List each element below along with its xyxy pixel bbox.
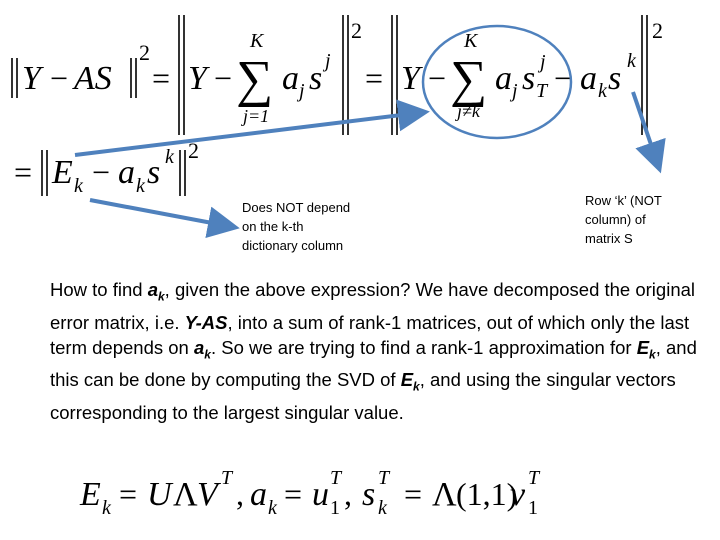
- arrow-to-row-note: [631, 91, 666, 174]
- eq1-Y-3: Y: [401, 60, 423, 97]
- eq1-AS: AS: [72, 60, 112, 97]
- eq1-s-1: s: [309, 60, 322, 97]
- eq2-E: E: [51, 154, 73, 191]
- eq3-comma-2: ,: [344, 476, 352, 512]
- equation-svd: E k = U Λ V T , a k = u T 1 , s T k = Λ …: [79, 467, 541, 519]
- eq2-minus: −: [92, 154, 110, 190]
- note-does-not-depend: Does NOT depend on the k-th dictionary c…: [242, 198, 350, 255]
- eq1-exponent-2c: 2: [652, 18, 663, 43]
- eq1-j-eq-1: j=1: [241, 106, 269, 126]
- eq3-one-sub-1: 1: [330, 497, 340, 519]
- eq2-k-sup: k: [165, 146, 175, 168]
- arrow-to-dictionary-note: [89, 198, 240, 239]
- eq3-equals-2: =: [284, 476, 302, 512]
- eq3-v: v: [510, 476, 526, 513]
- eq1-minus-3: −: [428, 60, 446, 96]
- eq1-k-sup: k: [627, 50, 637, 72]
- eq1-sigma-1: ∑: [236, 51, 273, 108]
- symbol-a: ak: [147, 279, 165, 304]
- eq3-one-sub-2: 1: [528, 497, 538, 519]
- note-line: on the k-th: [242, 219, 304, 234]
- norm-bars-left: [11, 58, 137, 98]
- text-run: , and this can be done by computing the …: [50, 336, 697, 391]
- note-line: dictionary column: [242, 238, 344, 253]
- annotation-arrows: [74, 91, 666, 239]
- equation-residual: = E k − a k s k 2: [14, 138, 199, 197]
- norm-bars-middle: [178, 15, 349, 135]
- eq2-equals: =: [14, 154, 32, 190]
- eq1-j-ne-k: j≠k: [455, 101, 481, 121]
- norm-bars-eq2: [41, 150, 186, 196]
- text-run: , and using the singular vectors corresp…: [50, 369, 676, 424]
- eq1-exponent-2: 2: [139, 40, 150, 65]
- eq1-equals-2: =: [365, 60, 383, 96]
- eq2-k-sub-1: k: [74, 175, 84, 197]
- eq1-K-1: K: [249, 30, 265, 52]
- explanation-paragraph: How to find ak, given the above expressi…: [50, 277, 705, 425]
- note-line: column) of: [585, 212, 646, 227]
- highlight-ellipse: [421, 24, 573, 140]
- note-line: Does NOT depend: [242, 200, 351, 215]
- eq1-exponent-2b: 2: [351, 18, 362, 43]
- symbol-e: Ek: [636, 336, 656, 362]
- eq3-T-sup-4: T: [528, 467, 541, 489]
- eq3-V: V: [197, 476, 222, 513]
- equation-error-decomposition: Y − AS 2 = Y − K ∑ j=1 a j s j 2 = Y − K…: [11, 15, 663, 135]
- eq1-a-3: a: [580, 60, 597, 97]
- note-line: Row ‘k’ (NOT: [585, 193, 662, 208]
- eq3-equals-1: =: [119, 476, 137, 512]
- symbol-yas: Y-AS: [184, 311, 228, 333]
- eq1-j-sub-1: j: [296, 80, 305, 102]
- eq1-minus: −: [50, 60, 68, 96]
- eq1-j-sup-1: j: [322, 50, 331, 72]
- eq2-k-sub-2: k: [136, 175, 146, 197]
- eq2-s: s: [147, 154, 160, 191]
- text-run: How to find: [50, 279, 148, 300]
- eq3-k-sub-1: k: [102, 497, 112, 519]
- eq1-j-sub-2: j: [509, 80, 518, 102]
- text-run: , into a sum of rank-1 matrices, out of …: [50, 311, 690, 358]
- eq3-a: a: [250, 476, 267, 513]
- eq1-s-2: s: [522, 60, 535, 97]
- text-run: . So we are trying to find a rank-1 appr…: [210, 336, 637, 358]
- eq1-equals-1: =: [152, 60, 170, 96]
- eq1-T-sub: T: [536, 80, 549, 102]
- eq2-a: a: [118, 154, 135, 191]
- eq3-equals-3: =: [404, 476, 422, 512]
- eq3-Lambda-1: Λ: [173, 476, 198, 513]
- eq1-k-sub: k: [598, 80, 608, 102]
- symbol-e: Ek: [400, 369, 420, 395]
- eq1-minus-4: −: [554, 60, 572, 96]
- symbol-a: ak: [193, 336, 211, 362]
- eq3-T-sup-1: T: [221, 467, 234, 489]
- eq1-Y-2: Y: [188, 60, 210, 97]
- eq3-T-sup-2: T: [330, 467, 343, 489]
- eq3-comma-1: ,: [236, 476, 244, 512]
- eq1-a-1: a: [282, 60, 299, 97]
- eq3-k-sub-2: k: [268, 497, 278, 519]
- note-row-k: Row ‘k’ (NOT column) of matrix S: [585, 191, 662, 248]
- note-line: matrix S: [585, 231, 633, 246]
- arrow-to-circle: [74, 99, 430, 157]
- eq3-one-one: (1,1): [456, 476, 517, 512]
- eq3-E: E: [79, 476, 101, 513]
- eq3-u: u: [312, 476, 329, 513]
- eq1-a-2: a: [495, 60, 512, 97]
- eq3-k-sub-3: k: [378, 497, 388, 519]
- eq1-K-2: K: [463, 30, 479, 52]
- eq1-j-sup-2: j: [537, 51, 546, 73]
- text-run: , given the above expression? We have de…: [50, 279, 696, 333]
- eq3-Lambda-2: Λ: [432, 476, 457, 513]
- eq3-U: U: [147, 476, 174, 513]
- eq3-T-sup-3: T: [378, 467, 391, 489]
- eq1-sigma-2: ∑: [450, 51, 487, 108]
- eq2-exponent-2: 2: [188, 138, 199, 163]
- eq1-Y: Y: [22, 60, 44, 97]
- eq3-s: s: [362, 476, 375, 513]
- eq1-minus-2: −: [214, 60, 232, 96]
- eq1-s-3: s: [608, 60, 621, 97]
